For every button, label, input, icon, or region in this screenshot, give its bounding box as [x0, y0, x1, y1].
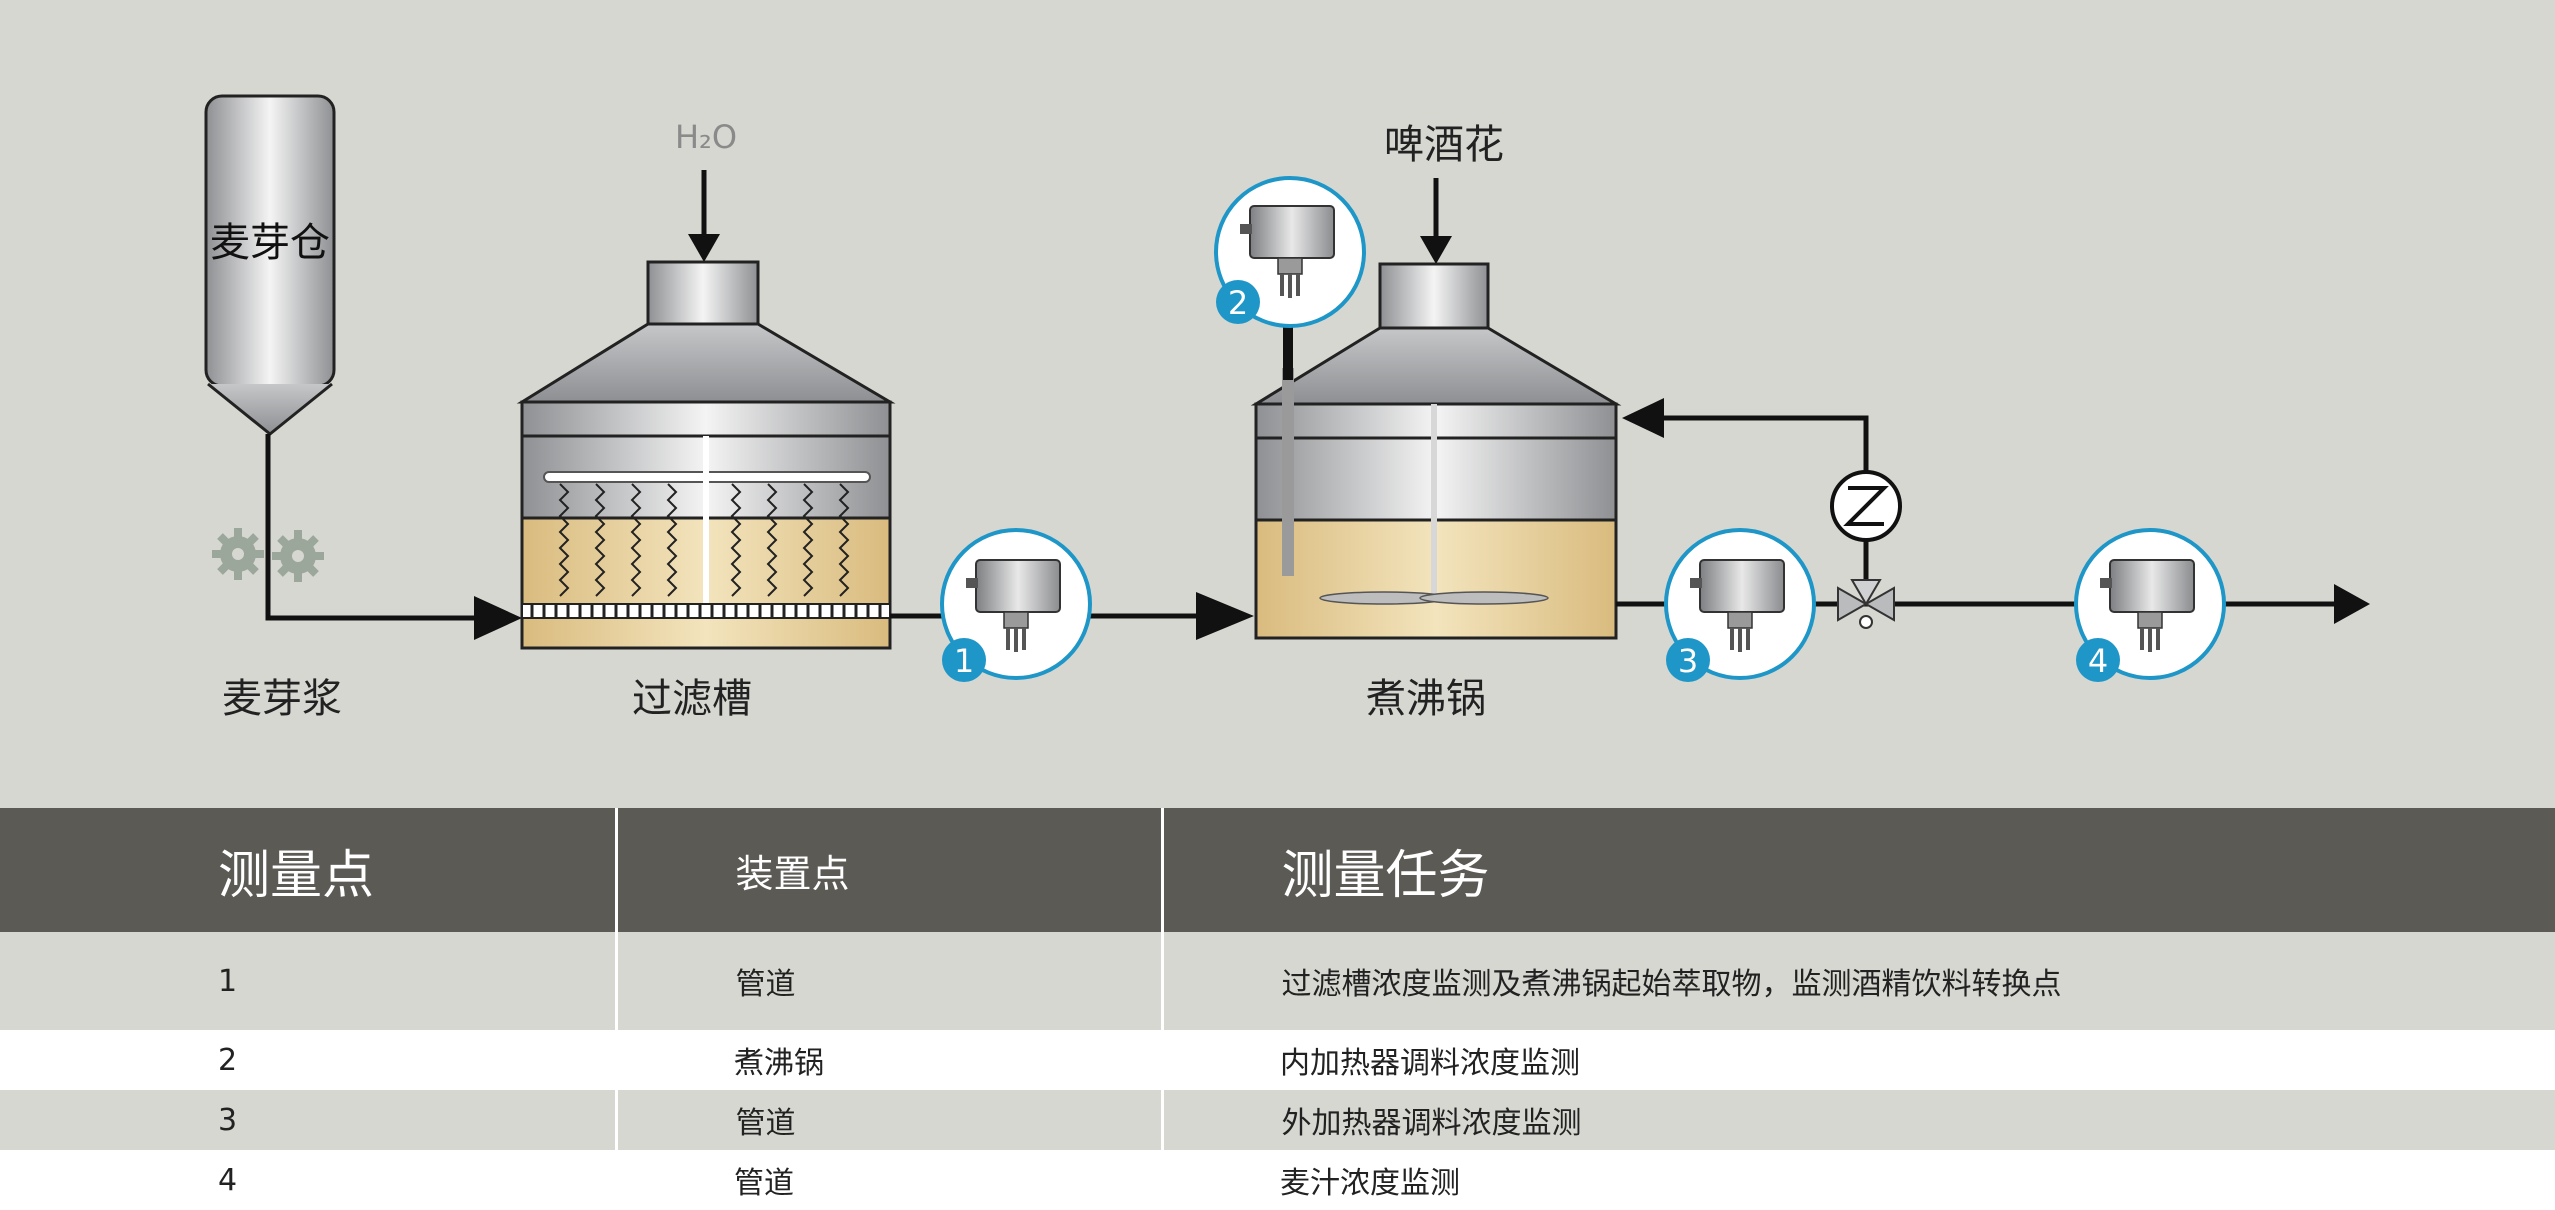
hops-label: 啤酒花 — [1384, 122, 1504, 168]
arrow-icon — [1420, 236, 1452, 264]
row-task: 麦汁浓度监测 — [1162, 1150, 2555, 1210]
lauter-tun: H₂O — [516, 118, 896, 722]
arrow-icon — [1196, 592, 1254, 640]
sensor-point-1: 1 — [940, 528, 1092, 682]
arrow-icon — [688, 234, 720, 262]
arrow-icon — [1622, 398, 1664, 438]
arrow-icon — [2334, 584, 2370, 624]
mash-pipe — [265, 434, 476, 621]
header-measuring-point: 测量点 — [0, 808, 616, 932]
measurement-table: 测量点 装置点 测量任务 1 管道 过滤槽浓度监测及煮沸锅起始萃取物，监测酒精饮… — [0, 808, 2555, 1210]
mill-gear-icon — [212, 528, 324, 582]
three-way-valve-icon — [1837, 579, 1895, 629]
row-point: 4 — [0, 1150, 616, 1210]
recirculation-loop — [1622, 398, 1902, 588]
row-task: 外加热器调料浓度监测 — [1160, 1090, 2555, 1150]
row-location: 管道 — [614, 932, 1162, 1030]
table-row: 3 管道 外加热器调料浓度监测 — [0, 1090, 2555, 1150]
table-row: 1 管道 过滤槽浓度监测及煮沸锅起始萃取物，监测酒精饮料转换点 — [0, 932, 2555, 1030]
row-point: 2 — [0, 1030, 616, 1090]
arrow-icon — [474, 596, 522, 640]
wort-kettle: 啤酒花 煮沸锅 — [1250, 122, 1622, 722]
row-location: 管道 — [616, 1150, 1162, 1210]
row-location: 管道 — [614, 1090, 1162, 1150]
table-header-row: 测量点 装置点 测量任务 — [0, 808, 2555, 932]
row-point: 3 — [0, 1090, 616, 1150]
row-task: 过滤槽浓度监测及煮沸锅起始萃取物，监测酒精饮料转换点 — [1160, 932, 2555, 1030]
table-row: 4 管道 麦汁浓度监测 — [0, 1150, 2555, 1210]
sensor-1-number: 1 — [954, 642, 974, 680]
malt-silo-label: 麦芽仓 — [210, 220, 330, 266]
header-installation-point: 装置点 — [614, 808, 1162, 932]
kettle-label: 煮沸锅 — [1366, 676, 1486, 722]
sensor-point-3: 3 — [1664, 528, 1816, 682]
sensor-point-2: 2 — [1214, 176, 1366, 380]
header-measurement-task: 测量任务 — [1160, 808, 2555, 932]
row-point: 1 — [0, 932, 616, 1030]
sensor-3-number: 3 — [1678, 642, 1698, 680]
row-location: 煮沸锅 — [616, 1030, 1162, 1090]
sensor-point-4: 4 — [2074, 528, 2226, 682]
lauter-tun-label: 过滤槽 — [632, 676, 752, 722]
water-label: H₂O — [675, 118, 737, 156]
mash-label: 麦芽浆 — [222, 676, 342, 722]
sensor-4-number: 4 — [2088, 642, 2108, 680]
table-row: 2 煮沸锅 内加热器调料浓度监测 — [0, 1030, 2555, 1090]
malt-silo: 麦芽仓 — [204, 94, 336, 436]
row-task: 内加热器调料浓度监测 — [1162, 1030, 2555, 1090]
process-diagram: 麦芽仓 麦芽浆 H₂O — [204, 94, 2370, 722]
sensor-2-number: 2 — [1228, 284, 1248, 322]
